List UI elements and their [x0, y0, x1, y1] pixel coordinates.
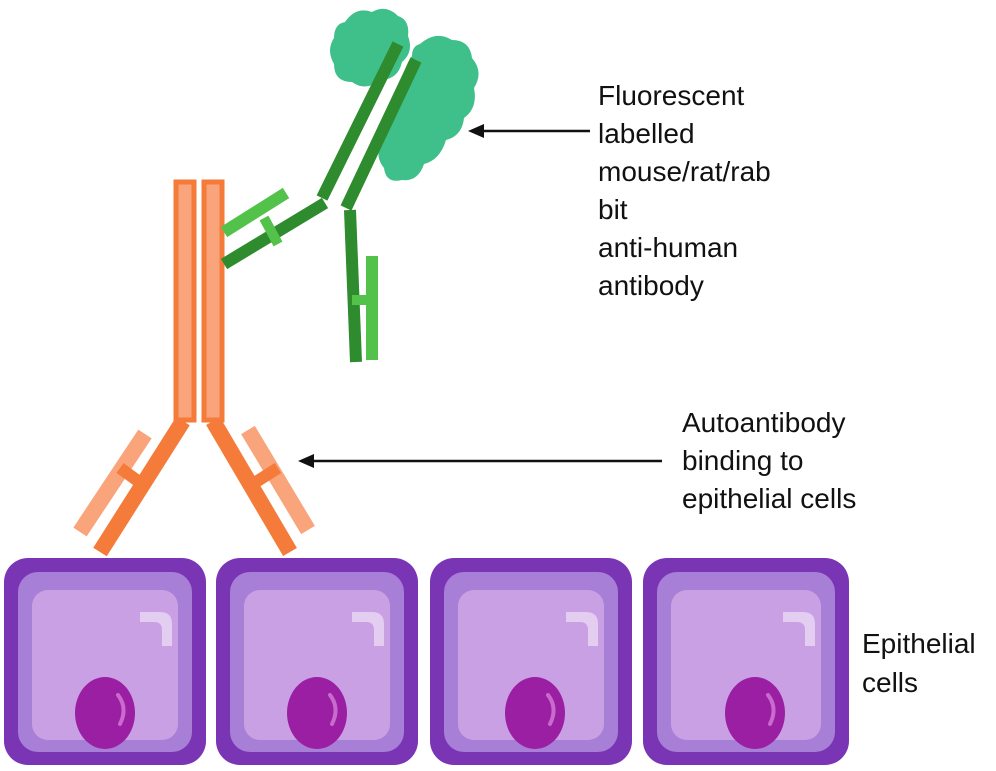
- autoantibody-label-line: Autoantibody: [682, 407, 845, 438]
- autoantibody-left-arm: [73, 416, 190, 557]
- fluorescent-label-line: anti-human: [598, 232, 738, 263]
- nucleus: [75, 677, 135, 749]
- nucleus: [725, 677, 785, 749]
- epithelial-cell: [643, 558, 849, 765]
- fluorescent-label-line: mouse/rat/rab: [598, 156, 771, 187]
- epithelial-cell: [430, 558, 632, 765]
- fluorescent-antibody-label: Fluorescent labelled mouse/rat/rab bit a…: [598, 80, 779, 301]
- autoantibody-right-arm: [206, 416, 315, 557]
- epithelial-cells-label: Epithelial cells: [862, 628, 983, 698]
- autoantibody: [73, 179, 315, 557]
- secondary-antibody: [220, 8, 479, 363]
- epithelial-label-line: Epithelial: [862, 628, 976, 659]
- epithelial-label-line: cells: [862, 667, 918, 698]
- fluorescent-label-line: antibody: [598, 270, 704, 301]
- autoantibody-label: Autoantibody binding to epithelial cells: [682, 407, 856, 514]
- autoantibody-label-line: binding to: [682, 445, 803, 476]
- nucleus: [505, 677, 565, 749]
- autoantibody-label-line: epithelial cells: [682, 483, 856, 514]
- epithelial-cell: [216, 558, 418, 765]
- epithelial-cell-row: [4, 558, 849, 765]
- autoantibody-arrow: [298, 454, 662, 468]
- fluorescent-label-line: Fluorescent: [598, 80, 745, 111]
- epithelial-cell: [4, 558, 206, 765]
- nucleus: [287, 677, 347, 749]
- fluorescent-arrow: [468, 124, 590, 138]
- fluorescent-label-line: labelled: [598, 118, 695, 149]
- fluorescent-label-line: bit: [598, 194, 628, 225]
